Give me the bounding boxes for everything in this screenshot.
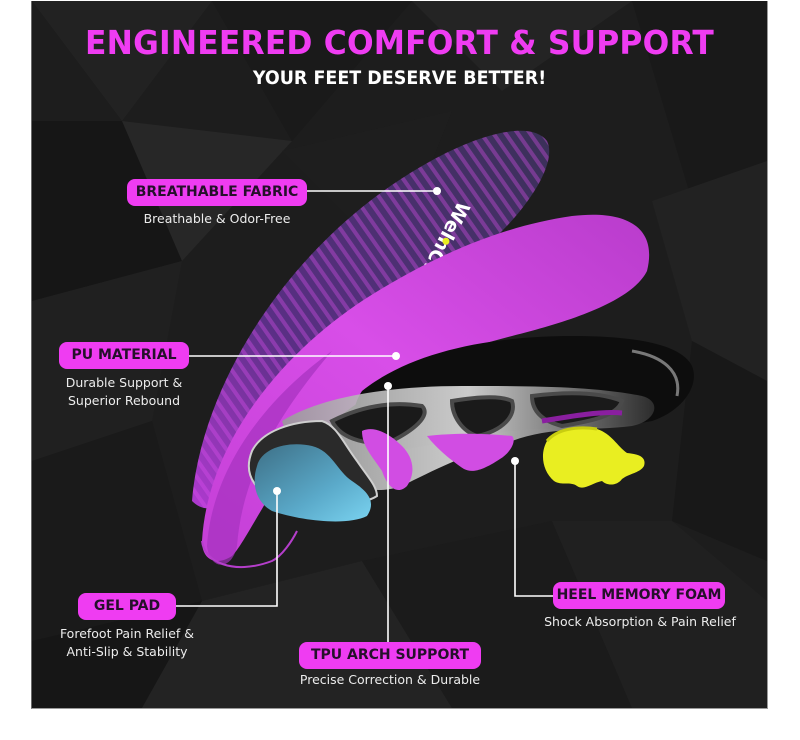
feature-desc-breathable-fabric: Breathable & Odor-Free bbox=[127, 210, 307, 228]
desc-line: Precise Correction & Durable bbox=[299, 672, 481, 687]
dot-tpu-arch bbox=[384, 382, 392, 390]
desc-line: Anti-Slip & Stability bbox=[66, 644, 188, 659]
desc-line: Durable Support & bbox=[65, 375, 183, 390]
feature-label-heel-memory-foam: HEEL MEMORY FOAM bbox=[553, 582, 725, 609]
desc-line: Breathable & Odor-Free bbox=[143, 211, 291, 226]
connector-heel-foam bbox=[514, 461, 555, 597]
dot-pu-material bbox=[392, 352, 400, 360]
desc-line: Forefoot Pain Relief & bbox=[59, 626, 195, 641]
heel-memory-foam bbox=[542, 427, 645, 488]
pu-material-layer bbox=[202, 214, 650, 562]
desc-line: Superior Rebound bbox=[67, 393, 181, 408]
feature-label-pu-material: PU MATERIAL bbox=[59, 342, 189, 369]
subheadline: YOUR FEET DESERVE BETTER! bbox=[252, 67, 547, 89]
feature-label-gel-pad: GEL PAD bbox=[78, 593, 176, 620]
desc-line: Shock Absorption & Pain Relief bbox=[544, 614, 736, 629]
insole-illustration: WelnCve bbox=[172, 130, 694, 644]
feature-desc-tpu-arch-support: Precise Correction & Durable bbox=[279, 671, 501, 689]
dot-breathable-fabric bbox=[433, 187, 441, 195]
product-infographic: WelnCve bbox=[31, 1, 768, 709]
arch-wedge-right bbox=[427, 433, 514, 471]
headline: ENGINEERED COMFORT & SUPPORT bbox=[85, 23, 714, 62]
gel-pad bbox=[254, 444, 372, 522]
feature-label-tpu-arch-support: TPU ARCH SUPPORT bbox=[299, 642, 481, 669]
feature-desc-gel-pad: Forefoot Pain Relief & Anti-Slip & Stabi… bbox=[37, 625, 217, 661]
feature-label-breathable-fabric: BREATHABLE FABRIC bbox=[127, 179, 307, 206]
connector-gel-pad bbox=[172, 491, 278, 607]
feature-desc-pu-material: Durable Support & Superior Rebound bbox=[44, 374, 204, 410]
feature-desc-heel-memory-foam: Shock Absorption & Pain Relief bbox=[529, 613, 751, 631]
dot-gel-pad bbox=[273, 487, 281, 495]
dot-heel-foam bbox=[511, 457, 519, 465]
